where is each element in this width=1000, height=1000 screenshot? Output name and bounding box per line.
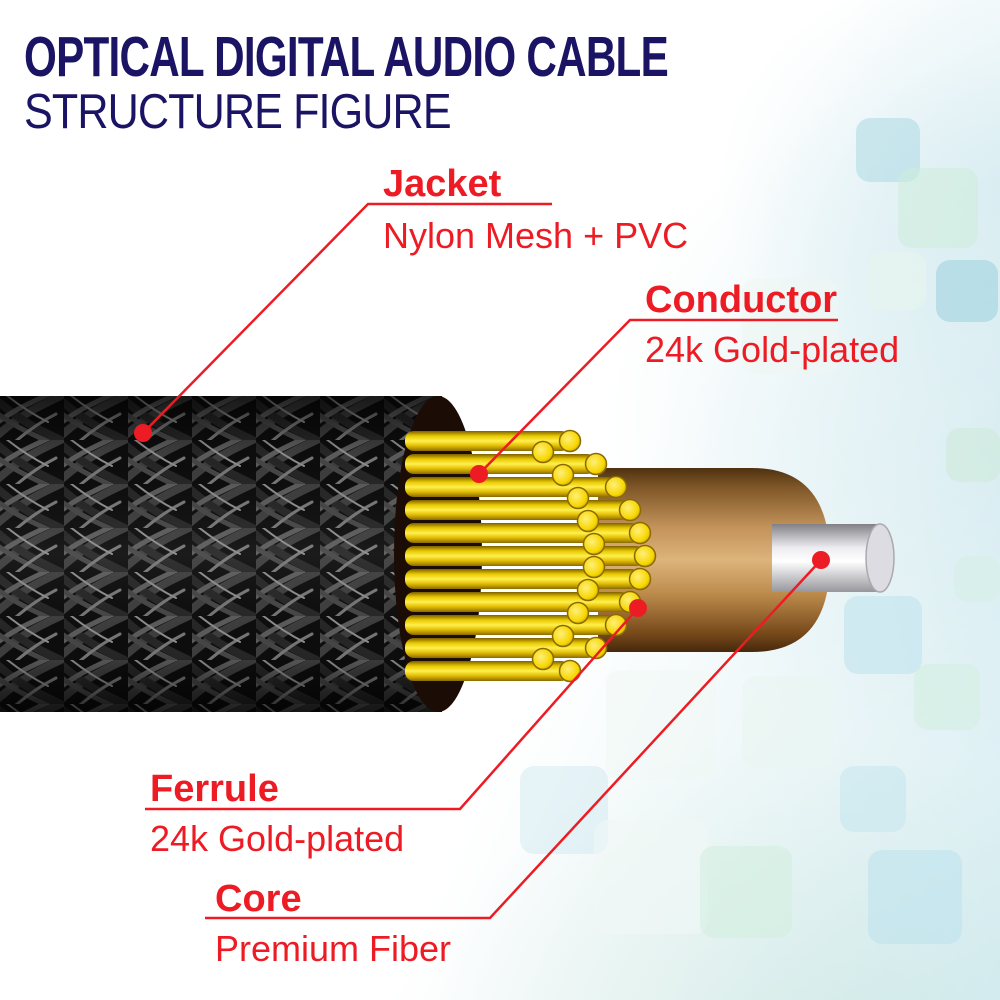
conductor-leader-line: [478, 318, 838, 475]
decor-square: [606, 670, 716, 780]
callout-ferrule-desc: 24k Gold-plated: [150, 818, 405, 859]
decor-square: [742, 676, 834, 768]
decor-square: [936, 260, 998, 322]
ferrule-body: [598, 468, 830, 652]
callout-conductor-desc: 24k Gold-plated: [645, 329, 900, 370]
callout-ferrule: Ferrule 24k Gold-plated: [150, 768, 404, 860]
conductor-callout-dot: [470, 465, 488, 483]
callout-conductor: Conductor 24k Gold-plated: [645, 279, 899, 371]
page-subtitle: STRUCTURE FIGURE: [24, 85, 452, 139]
decor-square: [868, 850, 962, 944]
core-leader-line: [205, 559, 822, 920]
decor-square: [594, 820, 708, 934]
callout-ferrule-label: Ferrule: [150, 768, 279, 810]
decor-square: [954, 556, 1000, 602]
callout-core-desc: Premium Fiber: [215, 928, 452, 969]
decor-square: [844, 596, 922, 674]
decor-square: [914, 664, 980, 730]
conductor-strands: [405, 429, 657, 683]
ferrule-callout-dot: [629, 599, 647, 617]
callout-jacket-label: Jacket: [383, 163, 502, 205]
page-title: OPTICAL DIGITAL AUDIO CABLE: [24, 25, 669, 89]
jacket-callout-dot: [134, 424, 152, 442]
decor-square: [700, 846, 792, 938]
callout-jacket-desc: Nylon Mesh + PVC: [383, 215, 689, 256]
decor-square: [868, 252, 926, 310]
callout-core: Core Premium Fiber: [215, 878, 451, 970]
decor-square: [840, 766, 906, 832]
callout-core-label: Core: [215, 878, 302, 920]
jacket-leader-line: [142, 202, 552, 434]
decor-square: [898, 168, 978, 248]
decor-square: [742, 278, 838, 374]
ferrule-leader-line: [145, 607, 639, 811]
callout-jacket: Jacket Nylon Mesh + PVC: [383, 163, 688, 257]
core-callout-dot: [812, 551, 830, 569]
decor-square: [946, 428, 1000, 482]
callout-conductor-label: Conductor: [645, 279, 838, 321]
